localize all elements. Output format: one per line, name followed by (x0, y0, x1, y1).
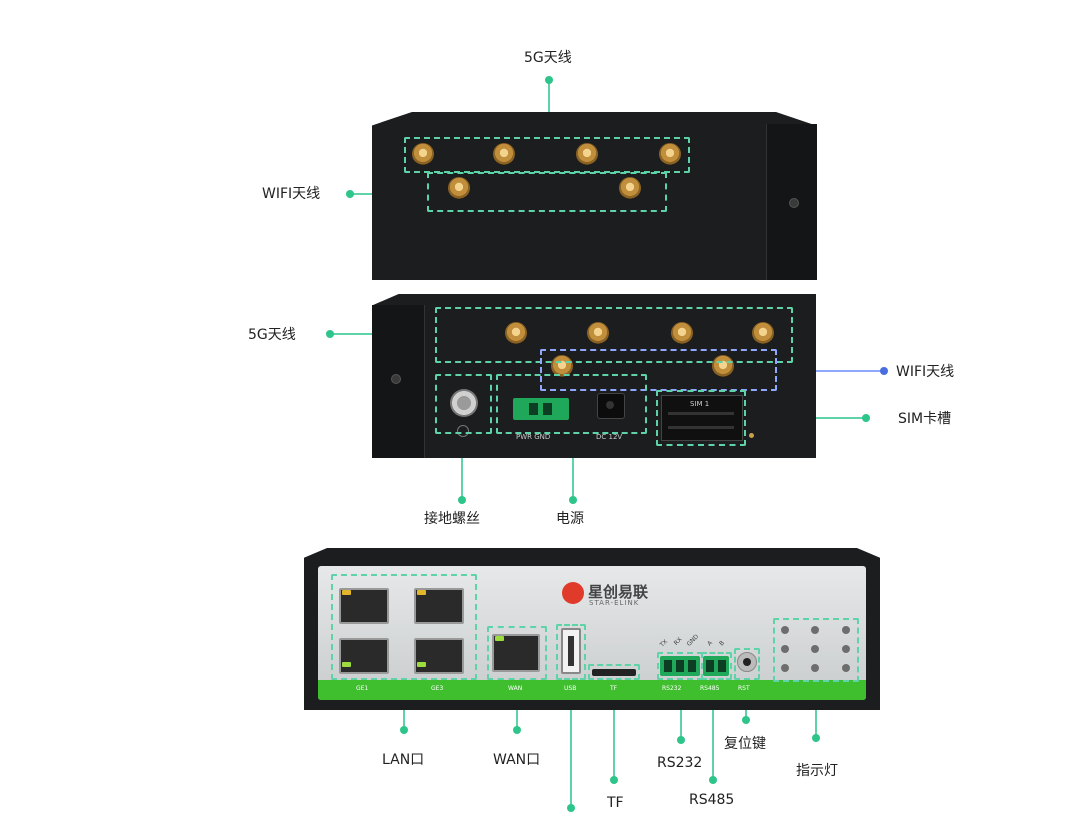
brand-logo-icon (562, 582, 584, 604)
ground-screw-label: 接地螺丝 (424, 511, 480, 527)
front-green-strip (318, 680, 866, 700)
dc-jack-icon (597, 393, 625, 419)
rear-5g-antenna-label: 5G天线 (248, 327, 296, 343)
lan-port-highlight (331, 574, 477, 680)
led-dot (749, 433, 754, 438)
indicator-led-icon (781, 645, 789, 653)
power-terminal-block (513, 398, 569, 420)
tf-card-label: TF (607, 795, 624, 811)
brand-name: 星创易联 (588, 583, 649, 601)
lan-port[interactable] (414, 638, 464, 674)
wan-port-label: WAN口 (493, 752, 541, 768)
5g-antenna-connector-icon (493, 143, 515, 165)
sim-slot-highlight (656, 390, 746, 446)
top-wifi-antenna-label: WIFI天线 (262, 186, 321, 202)
rs232-label: RS232 (657, 755, 703, 771)
5g-antenna-connector-icon (587, 322, 609, 344)
rs485-text: RS485 (700, 685, 720, 692)
5g-antenna-connector-icon (659, 143, 681, 165)
rs485-highlight (701, 652, 732, 680)
rear-wifi-antenna-label: WIFI天线 (896, 364, 955, 380)
dc-text: DC 12V (596, 433, 623, 441)
rear-5g-antenna-highlight (435, 307, 793, 363)
pwr-gnd-text: PWR GND (516, 433, 551, 441)
wifi-antenna-connector-icon (619, 177, 641, 199)
5g-antenna-connector-icon (671, 322, 693, 344)
rs232-text: RS232 (662, 685, 682, 692)
indicator-light-label: 指示灯 (796, 763, 838, 779)
reset-highlight (734, 648, 760, 680)
indicator-led-icon (811, 626, 819, 634)
rst-text: RST (738, 685, 750, 692)
indicator-highlight (773, 618, 859, 682)
rs232-terminal-block[interactable] (660, 656, 700, 676)
wifi-antenna-connector-icon (551, 355, 573, 377)
indicator-led-icon (842, 664, 850, 672)
port-led (495, 636, 504, 641)
tf-text: TF (610, 685, 618, 692)
ge1-text: GE1 (356, 685, 369, 692)
usb-text: USB (564, 685, 577, 692)
tf-slot-highlight (588, 664, 640, 680)
5g-antenna-connector-icon (752, 322, 774, 344)
power-highlight (496, 374, 647, 434)
brand-sub: STAR-ELINK (589, 599, 640, 607)
5g-antenna-connector-icon (576, 143, 598, 165)
port-led (417, 662, 426, 667)
power-label: 电源 (556, 511, 584, 527)
ge3-text: GE3 (431, 685, 444, 692)
5g-antenna-connector-icon (505, 322, 527, 344)
wifi-antenna-highlight (427, 172, 667, 212)
indicator-led-icon (781, 664, 789, 672)
port-led (342, 662, 351, 667)
wifi-antenna-connector-icon (448, 177, 470, 199)
5g-antenna-connector-icon (412, 143, 434, 165)
rs232-highlight (657, 652, 703, 680)
usb-port[interactable] (561, 628, 581, 674)
port-led (417, 590, 426, 595)
sim-slot-label: SIM卡槽 (898, 411, 952, 427)
port-led (342, 590, 351, 595)
ground-symbol-icon (457, 425, 469, 437)
5g-antenna-highlight (404, 137, 690, 173)
indicator-led-icon (781, 626, 789, 634)
reset-button[interactable] (737, 652, 757, 672)
indicator-led-icon (811, 645, 819, 653)
ground-screw-icon (450, 389, 478, 417)
top-5g-antenna-label: 5G天线 (524, 50, 572, 66)
lan-port[interactable] (339, 638, 389, 674)
screw-icon (391, 374, 401, 384)
lan-port-label: LAN口 (382, 752, 425, 768)
reset-key-label: 复位键 (724, 736, 766, 752)
wan-port-highlight (487, 626, 547, 680)
rs485-label: RS485 (689, 792, 735, 808)
sim1-text: SIM 1 (690, 400, 710, 408)
rs485-terminal-block[interactable] (703, 656, 729, 676)
indicator-led-icon (842, 645, 850, 653)
usb-port-highlight (556, 624, 586, 680)
indicator-led-icon (842, 626, 850, 634)
indicator-led-icon (811, 664, 819, 672)
ground-screw-highlight (435, 374, 492, 434)
tf-card-slot[interactable] (592, 669, 636, 676)
wifi-antenna-connector-icon (712, 355, 734, 377)
screw-icon (789, 198, 799, 208)
sim-slot[interactable]: SIM 1 (661, 395, 743, 441)
wan-text: WAN (508, 685, 523, 692)
